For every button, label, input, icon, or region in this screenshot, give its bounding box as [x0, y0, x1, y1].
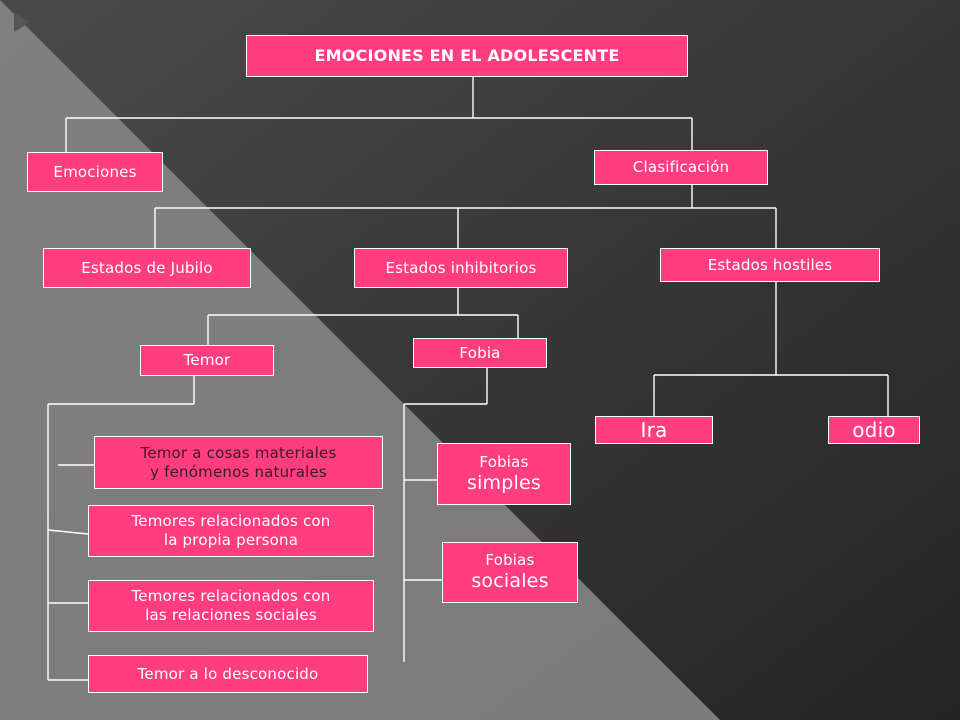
node-ira: Ira — [595, 416, 713, 444]
node-temor-materiales: Temor a cosas materiales y fenómenos nat… — [94, 436, 383, 489]
fobias-simples-line1: Fobias — [479, 452, 529, 471]
node-estados-hostiles: Estados hostiles — [660, 248, 880, 282]
root-label: EMOCIONES EN EL ADOLESCENTE — [314, 46, 620, 65]
temores-sociales-line1: Temores relacionados con — [131, 587, 331, 606]
node-odio: odio — [828, 416, 920, 444]
fobia-label: Fobia — [459, 343, 501, 362]
temores-persona-line2: la propia persona — [163, 531, 299, 549]
node-emociones: Emociones — [27, 152, 163, 192]
jubilo-label: Estados de Jubilo — [81, 258, 213, 277]
node-fobias-sociales: Fobias sociales — [442, 542, 578, 603]
play-arrow-icon — [14, 12, 30, 32]
node-temor: Temor — [140, 345, 274, 376]
node-estados-inhibitorios: Estados inhibitorios — [354, 248, 568, 288]
fobias-sociales-line1: Fobias — [485, 551, 535, 570]
inhibitorios-label: Estados inhibitorios — [385, 258, 537, 277]
node-clasificacion: Clasificación — [594, 150, 768, 185]
fobias-sociales-line2: sociales — [471, 570, 549, 592]
clasificacion-label: Clasificación — [632, 158, 730, 177]
node-fobias-simples: Fobias simples — [437, 443, 571, 505]
node-temores-persona: Temores relacionados con la propia perso… — [88, 505, 374, 557]
temor-materiales-line2: y fenómenos naturales — [150, 462, 327, 481]
fobias-simples-line2: simples — [466, 471, 541, 494]
ira-label: Ira — [640, 417, 668, 442]
node-fobia: Fobia — [413, 338, 547, 368]
emociones-label: Emociones — [53, 162, 137, 181]
node-temor-desconocido: Temor a lo desconocido — [88, 655, 368, 693]
hostiles-label: Estados hostiles — [707, 255, 833, 274]
temores-persona-line1: Temores relacionados con — [131, 512, 331, 531]
temor-desconocido-label: Temor a lo desconocido — [137, 664, 319, 683]
temores-sociales-line2: las relaciones sociales — [145, 606, 317, 624]
root-node: EMOCIONES EN EL ADOLESCENTE — [246, 35, 688, 77]
node-estados-jubilo: Estados de Jubilo — [43, 248, 251, 288]
node-temores-sociales: Temores relacionados con las relaciones … — [88, 580, 374, 632]
temor-label: Temor — [183, 351, 231, 370]
temor-materiales-line1: Temor a cosas materiales — [140, 443, 337, 462]
odio-label: odio — [852, 417, 896, 442]
